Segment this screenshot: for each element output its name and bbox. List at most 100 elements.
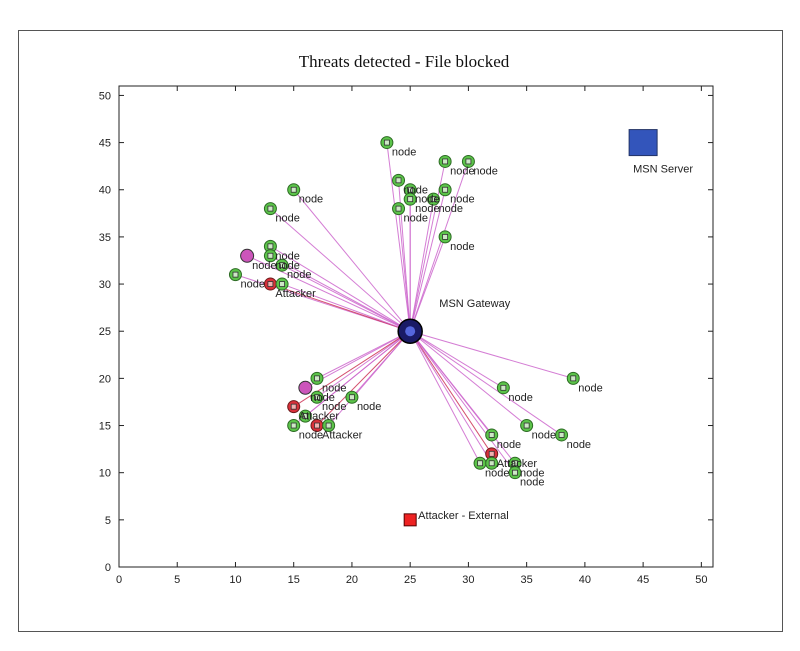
node-center: [279, 262, 285, 269]
link-line: [409, 189, 446, 332]
anomaly-point: [240, 248, 255, 263]
node-center: [430, 196, 437, 203]
node-center: [314, 394, 320, 401]
point-label: node: [322, 401, 346, 413]
node-center: [349, 394, 355, 401]
point-label: node: [415, 194, 439, 206]
attacker-center: [314, 422, 320, 429]
node-center: [302, 413, 309, 419]
chart-frame: Threats detected - File blocked 0 5 10 15 20…: [18, 30, 783, 632]
point-label: Attacker: [322, 430, 363, 442]
y-tick-label: 5: [105, 515, 111, 527]
node-center: [290, 186, 297, 193]
y-tick-label: 0: [105, 562, 111, 574]
point-label: node: [240, 279, 264, 291]
point-label: node: [520, 477, 544, 489]
link-line: [386, 142, 411, 332]
link-line: [410, 330, 574, 379]
link-line: [409, 161, 469, 332]
y-tick-label: 35: [99, 232, 111, 244]
gateway-label: MSN Gateway: [439, 298, 510, 310]
point-label: node: [392, 147, 416, 159]
plot-area: [118, 85, 714, 568]
node-center: [488, 460, 495, 467]
link-line: [281, 283, 411, 332]
y-tick-label: 45: [99, 138, 111, 150]
link-line: [316, 330, 411, 426]
node-center: [290, 422, 297, 429]
point-label: Attacker: [299, 411, 340, 423]
x-tick-label: 5: [174, 574, 180, 586]
point-label: node: [450, 165, 474, 177]
point-label: node: [299, 430, 323, 442]
x-tick-label: 25: [404, 574, 416, 586]
point-label: node: [415, 203, 439, 215]
link-line: [293, 189, 411, 332]
node-center: [523, 422, 530, 429]
point-label: node: [578, 382, 602, 394]
x-tick-label: 35: [521, 574, 533, 586]
node-center: [325, 422, 332, 429]
scatter-chart: Threats detected - File blocked 0 5 10 15 20…: [99, 52, 714, 586]
link-line: [246, 255, 411, 332]
point-label: node: [275, 213, 299, 225]
node-center: [442, 158, 449, 165]
node-center: [407, 196, 414, 203]
link-line: [409, 330, 493, 455]
point-label: node: [310, 392, 334, 404]
link-line: [293, 330, 411, 426]
chart-title: Threats detected - File blocked: [299, 52, 510, 71]
node-center: [488, 432, 495, 438]
point-label: node: [357, 401, 381, 413]
link-line: [409, 330, 516, 464]
point-label: node: [438, 203, 462, 215]
point-label: node: [252, 260, 276, 272]
link-line: [328, 330, 411, 426]
node-center: [232, 271, 239, 278]
link-line: [270, 208, 411, 332]
x-tick-label: 10: [229, 574, 241, 586]
point-label: Attacker: [275, 288, 316, 300]
node-center: [383, 139, 390, 146]
node-center: [500, 384, 507, 391]
point-label: node: [450, 194, 474, 206]
y-tick-label: 15: [99, 421, 111, 433]
x-tick-label: 40: [579, 574, 591, 586]
point-label: node: [567, 439, 591, 451]
node-center: [558, 432, 565, 438]
link-line: [281, 264, 411, 332]
y-tick-label: 30: [99, 279, 111, 291]
point-label: node: [287, 269, 311, 281]
point-label: node: [450, 241, 474, 253]
link-line: [409, 330, 527, 426]
attacker-center: [267, 281, 274, 287]
x-tick-label: 20: [346, 574, 358, 586]
link-line: [409, 330, 481, 464]
gateway-center: [405, 326, 416, 337]
point-label: node: [275, 250, 299, 262]
marks-layer: [228, 129, 658, 527]
node-center: [442, 186, 449, 193]
x-tick-label: 15: [288, 574, 300, 586]
point-label: node: [322, 382, 346, 394]
y-tick-label: 25: [99, 326, 111, 338]
node-center: [279, 281, 285, 287]
y-tick-label: 10: [99, 468, 111, 480]
links-layer: [235, 142, 574, 473]
link-line: [398, 208, 411, 332]
x-tick-label: 0: [116, 574, 122, 586]
node-center: [465, 158, 472, 165]
node-center: [477, 460, 483, 467]
node-center: [570, 375, 577, 382]
node-center: [395, 177, 402, 184]
y-tick-label: 50: [99, 90, 111, 102]
link-line: [316, 330, 411, 398]
x-tick-label: 30: [462, 574, 474, 586]
point-label: node: [473, 165, 497, 177]
y-tick-label: 40: [99, 185, 111, 197]
node-center: [407, 186, 414, 193]
point-label: node: [404, 184, 428, 196]
link-line: [270, 283, 411, 332]
